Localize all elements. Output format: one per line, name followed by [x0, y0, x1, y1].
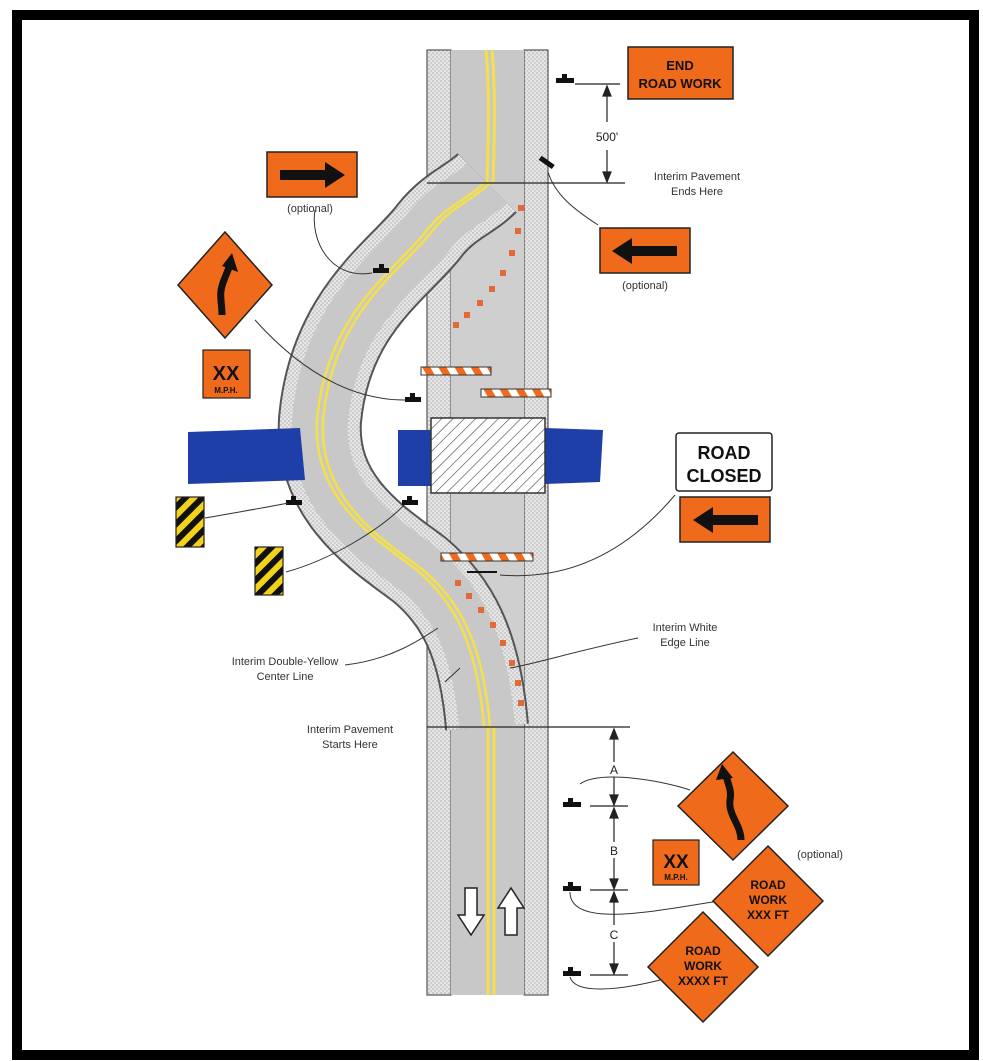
dim-c: C [610, 928, 619, 942]
dim-500: 500' [596, 130, 618, 144]
road-work-xxxx-line1: ROAD [685, 944, 721, 958]
speed-plate-left-mph: M.P.H. [214, 386, 237, 395]
double-yellow-label-2: Center Line [257, 671, 314, 683]
speed-plate-bottom-xx: XX [663, 852, 689, 873]
speed-plate-bottom-mph: M.P.H. [664, 873, 687, 882]
white-edge-label-1: Interim White [653, 622, 718, 634]
dim-b: B [610, 844, 618, 858]
curve-warning-sign-left [176, 230, 274, 340]
road-work-xxxx-line2: WORK [684, 959, 722, 973]
right-arrow-icon [280, 162, 345, 188]
dimension-arrows [602, 84, 619, 976]
optional-label-right: (optional) [622, 280, 668, 292]
reference-lines [427, 83, 630, 976]
object-marker-right [254, 546, 284, 596]
curve-arrow-icon [217, 263, 234, 316]
dim-a: A [610, 763, 618, 777]
double-yellow-label-1: Interim Double-Yellow [232, 656, 339, 668]
interim-starts-label-1: Interim Pavement [307, 724, 393, 736]
channelizing-devices [453, 205, 524, 706]
interim-starts-label-2: Starts Here [322, 739, 378, 751]
left-arrow-icon [612, 238, 677, 264]
speed-plate-left-xx: XX [213, 363, 240, 385]
road-closed-sign: ROAD CLOSED [675, 432, 773, 492]
bridge-closed-area [430, 417, 546, 494]
river [188, 428, 603, 486]
type-iii-barricades [420, 366, 552, 573]
road-work-xxx-ft-sign: ROAD WORK XXX FT [711, 844, 825, 958]
road-closed-line1: ROAD [698, 443, 751, 463]
optional-label-bottom: (optional) [797, 849, 843, 861]
object-marker-left [175, 496, 205, 548]
interim-ends-label-2: Ends Here [671, 186, 723, 198]
end-road-work-sign: END ROAD WORK [627, 46, 734, 100]
road-work-xxx-line3: XXX FT [747, 908, 790, 922]
down-arrow-icon [456, 887, 486, 937]
road-work-xxxx-ft-sign: ROAD WORK XXXX FT [646, 910, 760, 1024]
up-arrow-icon [496, 886, 526, 936]
reverse-curve-arrow-icon [722, 774, 745, 841]
optional-label-left: (optional) [287, 203, 333, 215]
speed-plate-left: XX M.P.H. [202, 349, 251, 399]
white-edge-label-2: Edge Line [660, 637, 710, 649]
road-closed-line2: CLOSED [686, 466, 761, 486]
sign-posts [286, 74, 581, 976]
speed-plate-bottom: XX M.P.H. [652, 839, 700, 886]
road-work-xxx-line1: ROAD [750, 878, 786, 892]
road-work-xxxx-line3: XXXX FT [678, 974, 729, 988]
interim-ends-label-1: Interim Pavement [654, 171, 740, 183]
direction-arrows [456, 886, 526, 937]
road-work-xxx-line2: WORK [749, 893, 787, 907]
leader-lines [204, 171, 726, 990]
curve-warning-sign-bottom [676, 750, 790, 862]
left-arrow-icon [693, 507, 758, 533]
end-road-work-line1: END [666, 58, 693, 73]
arrow-panel-left [599, 227, 691, 274]
arrow-panel-road-closed [679, 496, 771, 543]
end-road-work-line2: ROAD WORK [638, 76, 722, 91]
interim-bypass-road [277, 152, 529, 731]
arrow-panel-right [266, 151, 358, 198]
